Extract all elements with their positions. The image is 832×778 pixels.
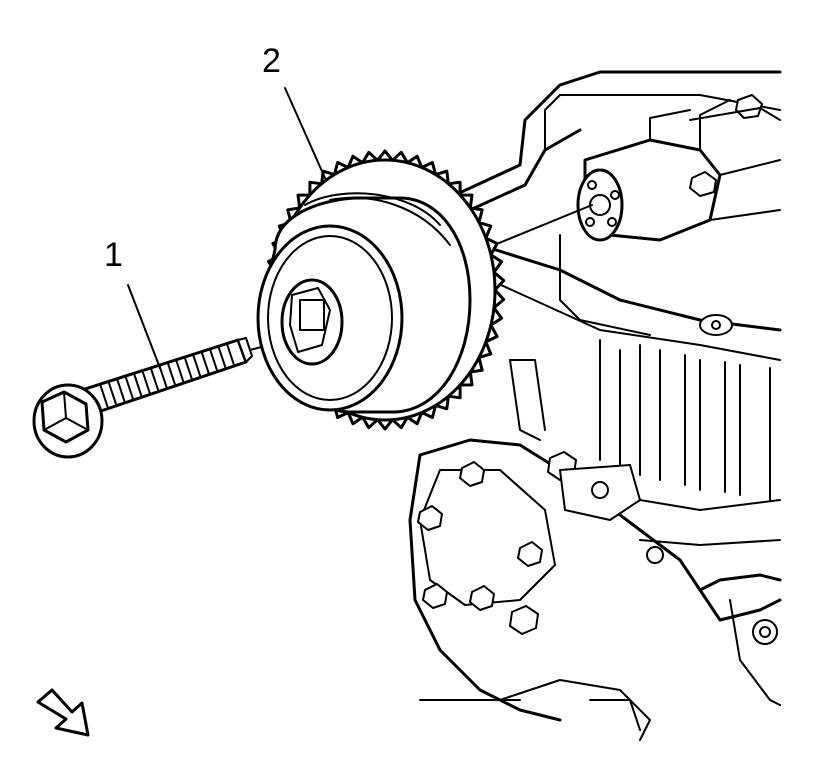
- callout-2: 2: [262, 42, 281, 80]
- cover-bolts: [417, 451, 577, 635]
- bolt-thread: [132, 372, 143, 398]
- bolt-thread: [99, 383, 109, 409]
- bolt-thread: [115, 378, 126, 403]
- camshaft-sprocket: [256, 149, 506, 431]
- bolt-thread: [166, 361, 177, 387]
- sprocket-bolt: [32, 337, 253, 459]
- bolt-thread: [174, 358, 185, 384]
- bolt-thread: [208, 347, 219, 373]
- callout-1: 1: [104, 236, 123, 274]
- leader-lines: [127, 87, 326, 369]
- bolt-thread: [141, 369, 152, 395]
- engine-block: [408, 70, 782, 741]
- bolt-thread: [183, 356, 194, 381]
- bolt-thread: [149, 367, 160, 392]
- bolt-thread: [107, 380, 118, 406]
- bolt-thread: [217, 345, 228, 370]
- bolt-thread: [124, 375, 135, 401]
- bolt-thread: [200, 350, 211, 376]
- bolt-thread: [191, 353, 202, 379]
- bolt-thread: [225, 342, 236, 368]
- view-direction-arrow-icon: [36, 688, 90, 737]
